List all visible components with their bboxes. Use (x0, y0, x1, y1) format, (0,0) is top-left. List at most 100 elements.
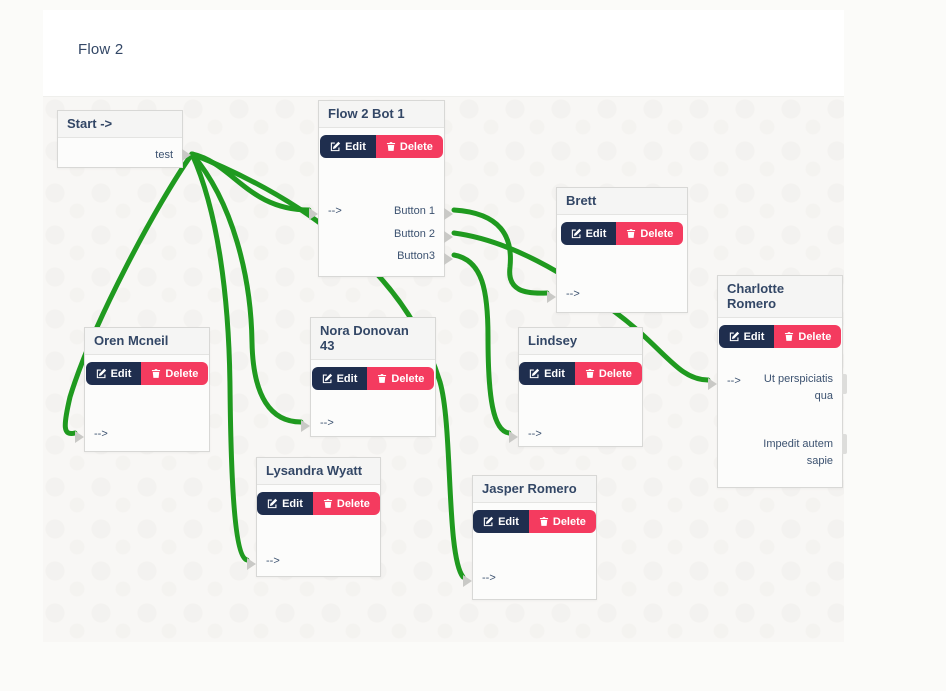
output-port-tab[interactable] (842, 434, 847, 454)
flow-title: Flow 2 (78, 41, 124, 58)
edit-icon (483, 516, 494, 527)
delete-button[interactable]: Delete (774, 325, 842, 348)
edit-button-label: Edit (585, 227, 607, 240)
output-port[interactable] (182, 149, 191, 161)
output-label-button2: Button 2 (394, 228, 435, 240)
delete-button-label: Delete (552, 515, 586, 528)
output-label-button1: Button 1 (394, 205, 435, 217)
delete-icon (152, 369, 161, 378)
edit-icon (322, 373, 332, 384)
delete-button[interactable]: Delete (367, 367, 435, 390)
delete-icon (323, 499, 332, 508)
input-port[interactable] (309, 208, 318, 220)
input-label: --> (94, 428, 108, 440)
input-port[interactable] (247, 558, 256, 570)
node-title: Oren Mcneil (85, 328, 209, 355)
node-charlotte[interactable]: Charlotte Romero Edit Delete --> Ut pers… (708, 275, 847, 488)
edit-button-label: Edit (110, 367, 132, 380)
edit-button-label: Edit (498, 515, 519, 528)
edit-button[interactable]: Edit (560, 222, 617, 245)
edit-icon (529, 368, 540, 379)
flow-canvas[interactable]: Start -> test Flow 2 Bot 1 Edit Delete -… (43, 97, 847, 642)
node-brett[interactable]: Brett Edit Delete --> (547, 187, 688, 313)
flow-editor: Flow 2 Start -> test Flow 2 Bot 1 Edi (43, 10, 847, 642)
delete-button-label: Delete (798, 330, 832, 343)
delete-button[interactable]: Delete (616, 222, 684, 245)
edit-icon (729, 331, 739, 342)
delete-icon (386, 142, 395, 151)
node-title: Lysandra Wyatt (257, 458, 380, 485)
output-label-test: test (155, 149, 173, 161)
node-flow2bot1[interactable]: Flow 2 Bot 1 Edit Delete --> Button 1 Bu… (309, 100, 453, 277)
edit-icon (330, 141, 341, 152)
input-port[interactable] (509, 431, 518, 443)
input-label: --> (482, 572, 496, 584)
delete-icon (627, 229, 636, 238)
input-label: --> (727, 375, 741, 387)
edit-icon (571, 228, 581, 239)
node-title: Charlotte Romero (718, 276, 842, 318)
delete-button-label: Delete (640, 227, 674, 240)
edit-button[interactable]: Edit (718, 325, 775, 348)
input-port[interactable] (75, 431, 84, 443)
input-label: --> (266, 555, 280, 567)
node-lysandra[interactable]: Lysandra Wyatt Edit Delete --> (247, 457, 381, 577)
connection-button3-lindsey (451, 252, 512, 436)
input-label: --> (328, 205, 342, 217)
node-title: Nora Donovan 43 (311, 318, 435, 360)
delete-icon (785, 332, 794, 341)
delete-button[interactable]: Delete (141, 362, 209, 385)
node-title: Lindsey (519, 328, 642, 355)
edit-button-label: Edit (743, 330, 765, 343)
delete-button-label: Delete (336, 497, 370, 510)
edit-button[interactable]: Edit (257, 492, 313, 515)
delete-button[interactable]: Delete (574, 362, 642, 385)
output-label-text-1: Ut perspiciatis qua (763, 373, 833, 402)
output-port[interactable] (444, 253, 453, 265)
delete-button-label: Delete (391, 372, 425, 385)
input-port[interactable] (547, 291, 556, 303)
edit-icon (267, 498, 278, 509)
edit-button[interactable]: Edit (320, 135, 376, 158)
node-jasper[interactable]: Jasper Romero Edit Delete --> (463, 475, 597, 600)
output-port[interactable] (444, 208, 453, 220)
input-port[interactable] (708, 378, 717, 390)
edit-button[interactable]: Edit (519, 362, 575, 385)
node-oren[interactable]: Oren Mcneil Edit Delete --> (75, 327, 210, 452)
node-title: Flow 2 Bot 1 (319, 101, 444, 128)
delete-icon (378, 374, 387, 383)
input-label: --> (320, 417, 334, 429)
edit-button-label: Edit (282, 497, 303, 510)
connection-start-nora (189, 151, 304, 425)
edit-button[interactable]: Edit (85, 362, 142, 385)
edit-icon (96, 368, 106, 379)
node-title: Start -> (58, 111, 182, 138)
delete-button[interactable]: Delete (375, 135, 443, 158)
flow-header-bar: Flow 2 (43, 10, 844, 97)
node-start[interactable]: Start -> test (57, 110, 191, 168)
input-port[interactable] (463, 575, 472, 587)
output-label-button3: Button3 (397, 250, 435, 262)
output-label-text-2: Impedit autem sapie (763, 438, 833, 467)
input-label: --> (566, 288, 580, 300)
connection-start-lysandra (189, 151, 250, 563)
delete-button-label: Delete (598, 367, 632, 380)
delete-icon (539, 517, 548, 526)
delete-button-label: Delete (399, 140, 433, 153)
edit-button[interactable]: Edit (473, 510, 529, 533)
edit-button[interactable]: Edit (311, 367, 368, 390)
node-nora[interactable]: Nora Donovan 43 Edit Delete --> (301, 317, 436, 437)
delete-button[interactable]: Delete (312, 492, 380, 515)
edit-button-label: Edit (336, 372, 358, 385)
edit-button-label: Edit (345, 140, 366, 153)
node-title: Brett (557, 188, 687, 215)
node-lindsey[interactable]: Lindsey Edit Delete --> (509, 327, 643, 447)
input-label: --> (528, 428, 542, 440)
node-title: Jasper Romero (473, 476, 596, 503)
delete-button[interactable]: Delete (528, 510, 596, 533)
output-port-tab[interactable] (842, 374, 847, 394)
input-port[interactable] (301, 420, 310, 432)
connection-button1-brett (451, 207, 550, 296)
output-port[interactable] (444, 231, 453, 243)
delete-icon (585, 369, 594, 378)
